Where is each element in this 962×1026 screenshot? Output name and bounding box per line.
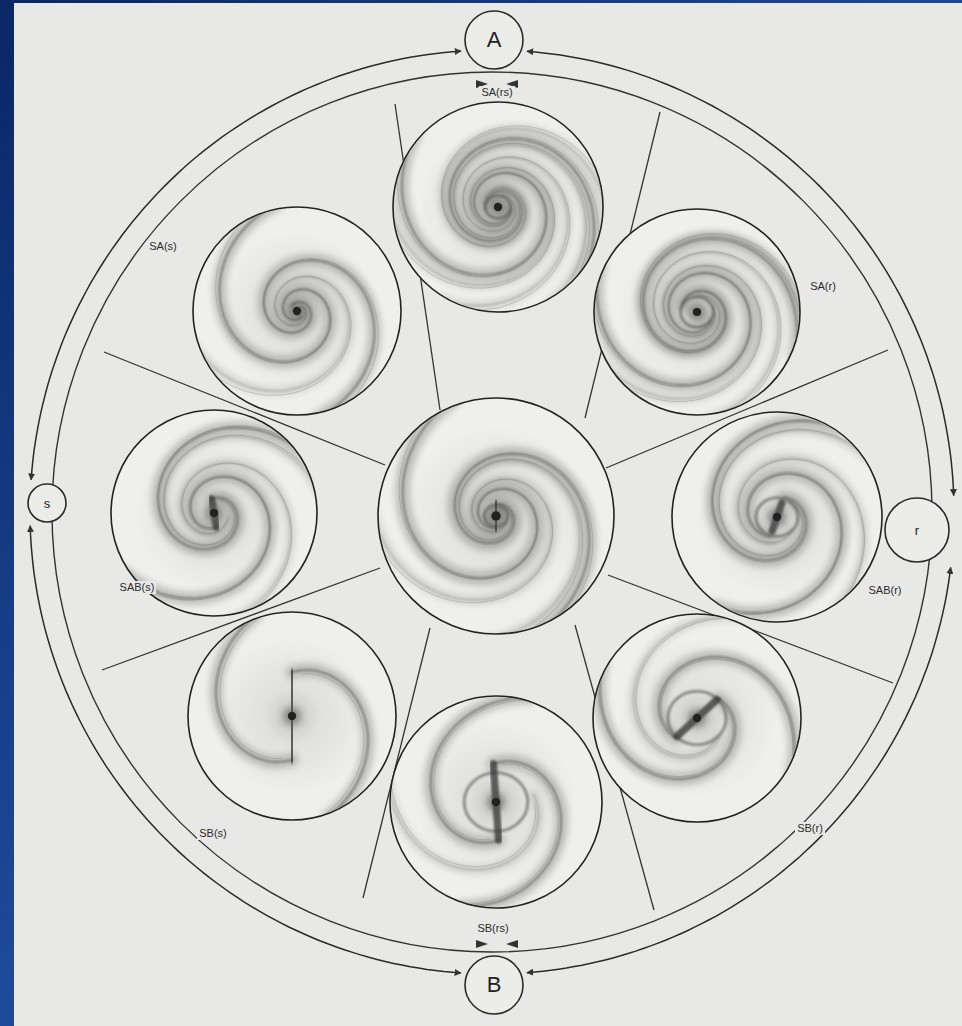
class-label: SB(s) (197, 827, 229, 840)
galaxy-image (111, 410, 320, 619)
class-label: SB(r) (795, 822, 825, 835)
inner-ring (52, 72, 932, 952)
class-label: SAB(s) (118, 581, 157, 594)
class-label: SAB(r) (867, 584, 904, 597)
class-circle: B (464, 955, 524, 1015)
class-circle: s (27, 483, 67, 523)
node-letter: B (487, 974, 502, 996)
galaxy-image (389, 102, 608, 312)
galaxy-image (593, 209, 803, 419)
galaxy-image (188, 609, 396, 824)
class-label: SB(rs) (475, 922, 510, 935)
galaxy-image (372, 398, 614, 640)
class-label: SA(s) (147, 240, 179, 253)
class-circle: A (464, 10, 524, 70)
node-letter: s (44, 497, 51, 510)
ring-arc (31, 51, 461, 480)
ring-arc (30, 526, 461, 973)
ring-arc (527, 51, 954, 495)
galaxy-image (193, 205, 401, 418)
class-label: SA(rs) (479, 86, 514, 99)
ring-arc (527, 568, 951, 973)
class-circle: r (884, 497, 950, 563)
class-label: SA(r) (808, 280, 838, 293)
galaxy-image (593, 614, 801, 822)
galaxy-image (672, 412, 882, 622)
galaxy-image (388, 696, 602, 908)
node-letter: r (915, 524, 919, 537)
sector-lines (102, 104, 893, 910)
node-letter: A (487, 29, 502, 51)
